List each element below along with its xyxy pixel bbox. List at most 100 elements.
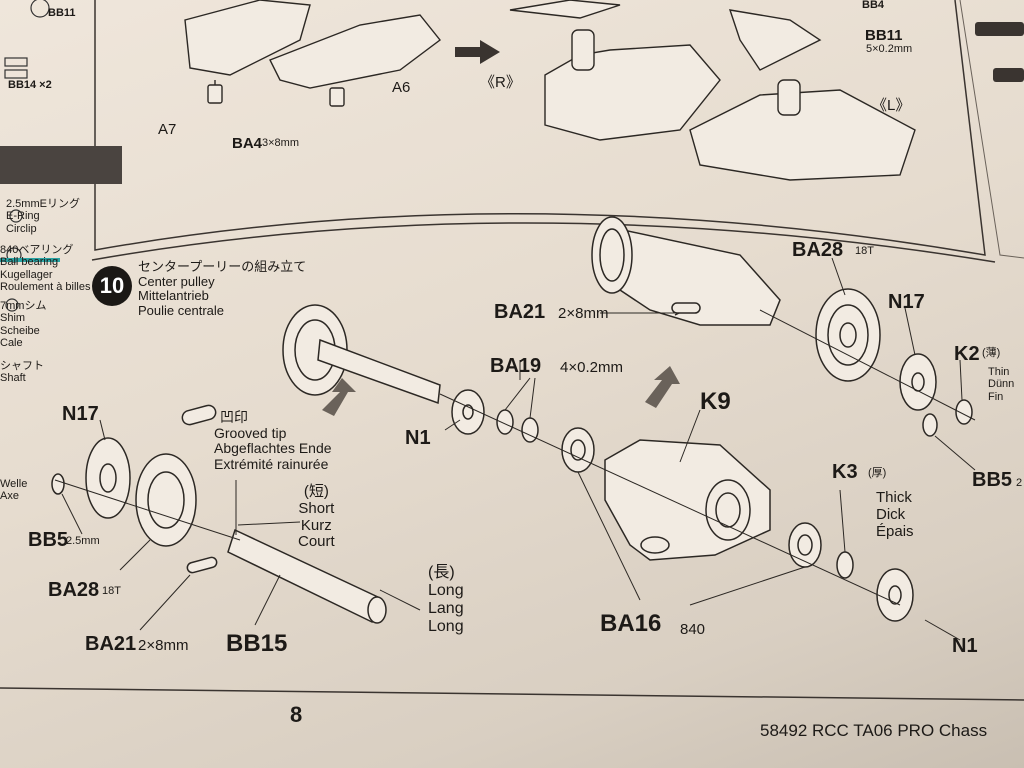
- k9-label: K9: [700, 388, 731, 415]
- right-side-label: 《R》: [480, 74, 521, 91]
- short-note: (短) Short Kurz Court: [298, 483, 335, 551]
- left-shim-list: 7mmシム Shim Scheibe Cale: [0, 300, 46, 349]
- top-arrows: [455, 40, 500, 64]
- welle-label: Welle: [0, 478, 28, 490]
- k3-thick: Thick: [876, 489, 912, 506]
- n17-left-label: N17: [62, 403, 99, 425]
- top-step-frame: [94, 0, 986, 256]
- long-fr: Long: [428, 617, 464, 635]
- step-title-en: Center pulley: [138, 273, 215, 289]
- bb15-label: BB15: [226, 630, 288, 657]
- ering-label: E-Ring: [6, 210, 40, 223]
- n1-left-label: N1: [405, 427, 431, 449]
- accent-line: [0, 258, 60, 262]
- short-jp: (短): [303, 483, 329, 500]
- ba28-top-teeth: 18T: [855, 245, 874, 257]
- bb5-left-size: 2.5mm: [66, 535, 100, 547]
- k3-jp: (厚): [868, 467, 887, 479]
- page-number: 8: [290, 702, 303, 727]
- k2-jp: (薄): [982, 347, 1001, 359]
- left-bearing-list: 840ベアリング Ball bearing Kugellager Rouleme…: [0, 244, 91, 293]
- k3-dick: Dick: [876, 505, 906, 523]
- step-title-de: Mittelantrieb: [138, 288, 209, 304]
- step-title-fr: Poulie centrale: [138, 302, 224, 318]
- leader-lines: [61, 257, 976, 641]
- eringjp-label: 2.5mmEリング: [6, 198, 80, 210]
- n17-top-label: N17: [888, 291, 925, 313]
- groove-fr: Extrémité rainurée: [214, 456, 329, 473]
- ba16-label: BA16: [600, 610, 662, 637]
- left-column-icons: [4, 0, 50, 312]
- housing-assembled: [598, 223, 781, 326]
- ba16-code: 840: [680, 621, 706, 638]
- bb11-size: 5×0.2mm: [866, 43, 913, 55]
- cale-label: Cale: [0, 336, 23, 349]
- left-part-list: 2.5mmEリング E-Ring Circlip: [6, 198, 80, 235]
- step-title-jp: センタープーリーの組み立て: [138, 259, 307, 274]
- roulement-label: Roulement à billes: [0, 280, 91, 293]
- k2-label: K2: [954, 343, 980, 365]
- ba28-left-label: BA28: [48, 579, 100, 601]
- bb5-left-label: BB5: [28, 529, 69, 551]
- short-de: Kurz: [300, 516, 332, 534]
- groove-jp: 凹印: [220, 409, 248, 425]
- left-shaft-list-2: Welle Axe: [0, 478, 27, 503]
- ba21-top-size: 2×8mm: [558, 305, 609, 322]
- k3-epais: Épais: [876, 522, 914, 540]
- short-fr: Court: [298, 533, 335, 551]
- insert-arrows: [322, 366, 680, 416]
- step-title: センタープーリーの組み立て Center pulley Mittelantrie…: [138, 259, 307, 318]
- ba21-top-label: BA21: [494, 301, 546, 323]
- shaft-label: Shaft: [0, 372, 26, 385]
- long-en: Long: [428, 581, 464, 599]
- bb11-code: BB11: [48, 7, 76, 19]
- step-number-badge: 10: [92, 266, 132, 306]
- ba21-left-size: 2×8mm: [138, 637, 189, 654]
- axis-lines: [54, 309, 976, 606]
- bearingjp-label: 840ベアリング: [0, 244, 74, 256]
- ba4-size: 3×8mm: [262, 137, 299, 149]
- k3-label: K3: [832, 461, 858, 483]
- groove-note: 凹印 Grooved tip Abgeflachtes Ende Extrémi…: [214, 409, 332, 473]
- shaftjp-label: シャフト: [0, 360, 44, 372]
- center-pulley-parts: [51, 216, 973, 624]
- axe-label: Axe: [0, 490, 19, 503]
- k2-thin: Thin: [988, 366, 1010, 378]
- groove-en: Grooved tip: [214, 424, 287, 441]
- long-note: (長) Long Lang Long: [428, 564, 464, 636]
- scheibe-label: Scheibe: [0, 324, 40, 337]
- groove-de: Abgeflachtes Ende: [214, 440, 332, 457]
- left-section-bar: [0, 146, 122, 184]
- ba4-label: BA4: [232, 135, 263, 152]
- top-screws-right: [975, 22, 1024, 82]
- ba19-label: BA19: [490, 355, 542, 377]
- bb14-code: BB14 ×2: [8, 79, 52, 91]
- ba28-left-teeth: 18T: [102, 585, 121, 597]
- circlip-label: Circlip: [6, 222, 37, 235]
- k2-translations: Thin Dünn Fin: [988, 366, 1014, 403]
- ba21-left-label: BA21: [85, 633, 137, 655]
- long-jp: (長): [428, 564, 455, 581]
- left-shaft-list: シャフト Shaft: [0, 360, 44, 385]
- n1-right-label: N1: [952, 635, 978, 657]
- left-side-label: 《L》: [872, 97, 911, 114]
- kugellager-label: Kugellager: [0, 268, 53, 281]
- a6-label: A6: [392, 79, 411, 96]
- ba28-top-label: BA28: [792, 239, 844, 261]
- step10-frame: [91, 222, 996, 263]
- top-knuckle-parts: [184, 0, 916, 181]
- k3-translations: Thick Dick Épais: [876, 489, 914, 540]
- ba19-size: 4×0.2mm: [560, 359, 623, 376]
- footer-rule: [0, 687, 1024, 701]
- long-de: Lang: [428, 599, 464, 617]
- bb4-label: BB4: [862, 0, 885, 11]
- k2-fin: Fin: [988, 390, 1004, 403]
- ballbearing-label: Ball bearing: [0, 256, 59, 269]
- model-name: 58492 RCC TA06 PRO Chass: [760, 721, 988, 740]
- right-page-edge: [959, 0, 1024, 259]
- bb11-label: BB11: [865, 27, 903, 44]
- bb5-right-size: 2: [1016, 477, 1023, 489]
- shimjp-label: 7mmシム: [0, 300, 47, 312]
